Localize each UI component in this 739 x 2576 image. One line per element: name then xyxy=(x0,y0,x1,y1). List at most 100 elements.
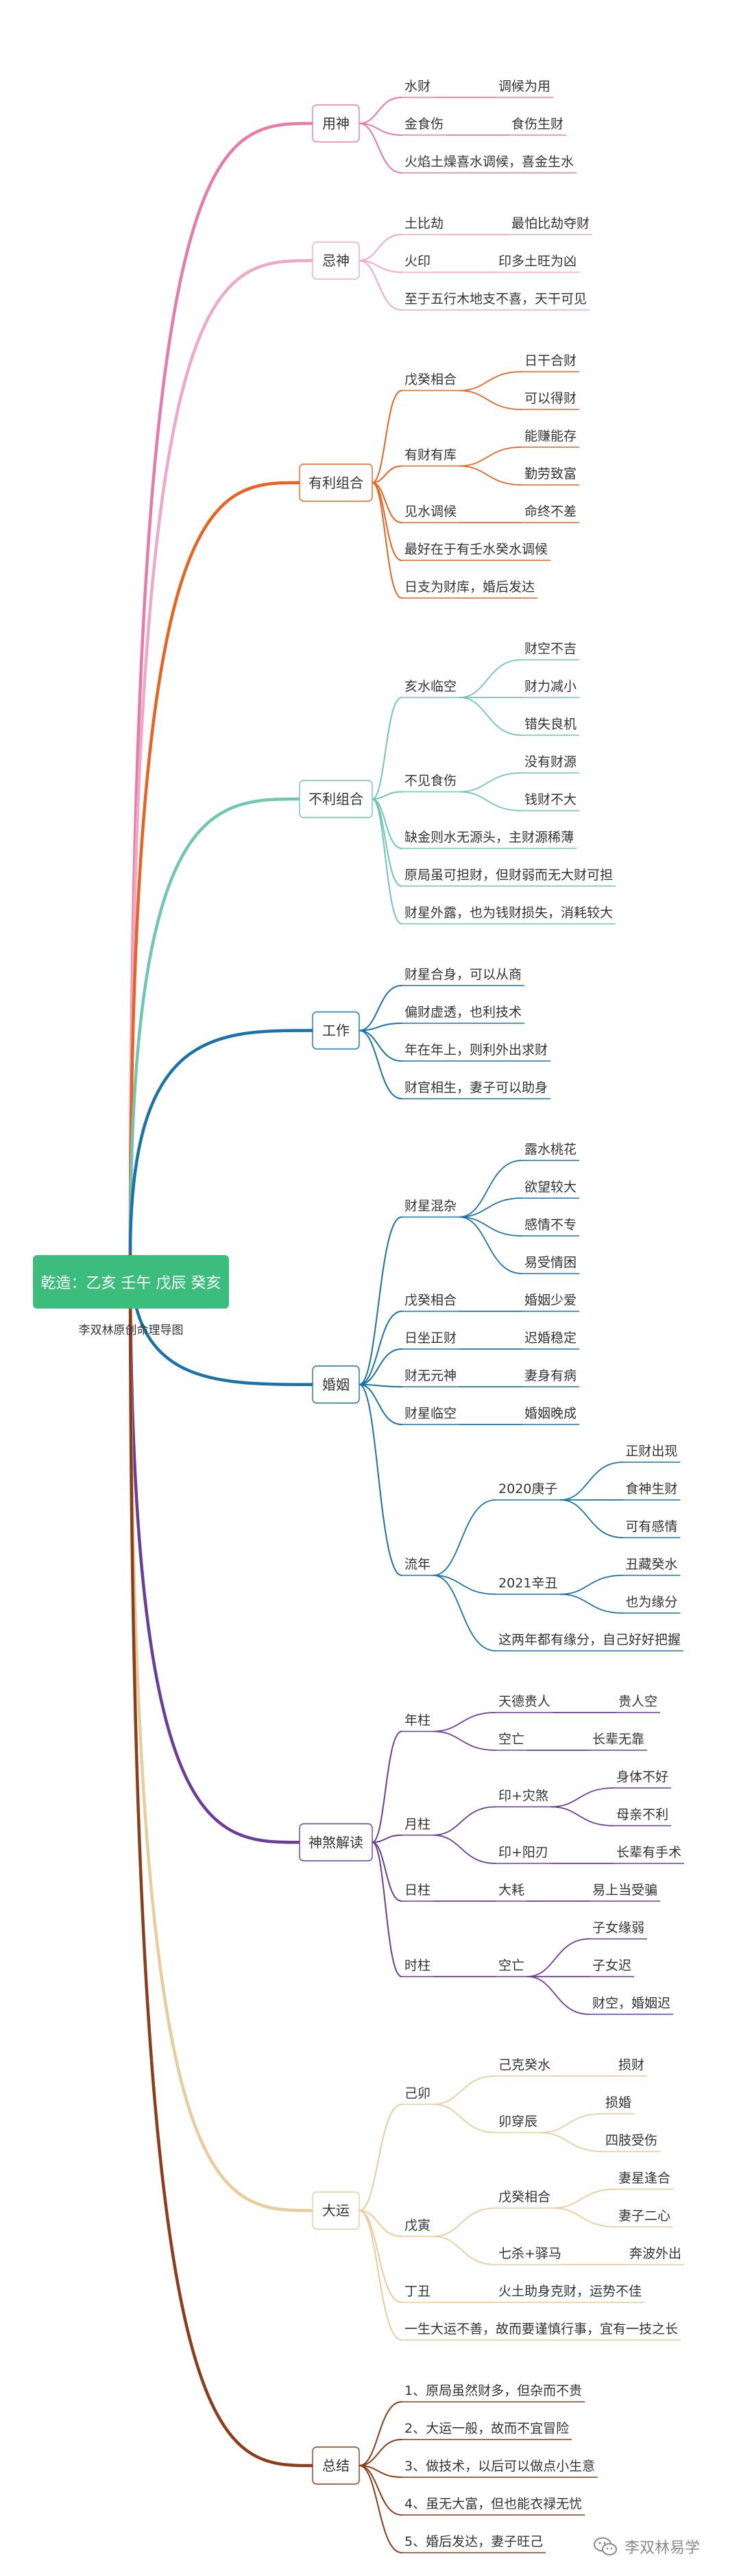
node-label[interactable]: 日支为财库，婚后发达 xyxy=(404,580,535,595)
root-box[interactable] xyxy=(33,1255,229,1309)
node-label[interactable]: 偏财虚透，也利技术 xyxy=(404,1005,522,1020)
node-label[interactable]: 土比劫 xyxy=(404,216,444,231)
node-label[interactable]: 贵人空 xyxy=(618,1694,657,1709)
node-label[interactable]: 2021辛丑 xyxy=(498,1576,557,1591)
node-label[interactable]: 2020庚子 xyxy=(498,1481,557,1496)
branch-box[interactable] xyxy=(312,1011,360,1050)
node-label[interactable]: 印多土旺为凶 xyxy=(498,254,577,269)
main-branch-jishen[interactable]: 忌神 xyxy=(312,241,360,280)
node-label[interactable]: 财空不吉 xyxy=(524,641,577,656)
node-label[interactable]: 婚姻晚成 xyxy=(524,1406,577,1421)
node-label[interactable]: 最好在于有壬水癸水调候 xyxy=(404,542,548,557)
node-label[interactable]: 己卯 xyxy=(404,2086,431,2101)
node-label[interactable]: 亥水临空 xyxy=(404,679,457,694)
node-label[interactable]: 水财 xyxy=(404,79,431,94)
node-label[interactable]: 空亡 xyxy=(498,1732,524,1747)
node-label[interactable]: 子女缘弱 xyxy=(592,1920,644,1935)
node-label[interactable]: 4、虽无大富，但也能衣禄无忧 xyxy=(404,2496,582,2512)
node-label[interactable]: 火印 xyxy=(404,254,431,269)
node-label[interactable]: 易上当受骗 xyxy=(592,1883,657,1898)
node-label[interactable]: 财空，婚姻迟 xyxy=(592,1996,670,2011)
node-label[interactable]: 能赚能存 xyxy=(524,429,577,444)
branch-box[interactable] xyxy=(312,104,360,143)
node-label[interactable]: 财无元神 xyxy=(404,1368,457,1383)
node-label[interactable]: 财星临空 xyxy=(404,1406,457,1421)
node-label[interactable]: 婚姻少爱 xyxy=(524,1293,577,1308)
node-label[interactable]: 缺金则水无源头，主财源稀薄 xyxy=(404,830,574,845)
node-label[interactable]: 妻星逢合 xyxy=(618,2171,670,2186)
node-label[interactable]: 至于五行木地支不喜，天干可见 xyxy=(404,291,587,307)
node-label[interactable]: 可有感情 xyxy=(625,1519,677,1534)
node-label[interactable]: 戊癸相合 xyxy=(404,372,457,387)
branch-box[interactable] xyxy=(299,1823,373,1861)
node-label[interactable]: 印+灾煞 xyxy=(498,1789,548,1804)
main-branch-buli[interactable]: 不利组合 xyxy=(299,780,373,818)
node-label[interactable]: 年在年上，则利外出求财 xyxy=(404,1042,548,1058)
node-label[interactable]: 5、婚后发达，妻子旺己 xyxy=(404,2534,543,2549)
node-label[interactable]: 日坐正财 xyxy=(404,1331,457,1346)
node-label[interactable]: 一生大运不善，故而要谨慎行事，宜有一技之长 xyxy=(404,2322,678,2337)
node-label[interactable]: 1、原局虽然财多，但杂而不贵 xyxy=(404,2383,582,2398)
node-label[interactable]: 母亲不利 xyxy=(616,1807,668,1822)
node-label[interactable]: 迟婚稳定 xyxy=(524,1331,577,1346)
node-label[interactable]: 错失良机 xyxy=(524,717,577,732)
main-branch-hunyin[interactable]: 婚姻 xyxy=(312,1365,360,1404)
root-node[interactable]: 乾造：乙亥 壬午 戊辰 癸亥 xyxy=(33,1255,229,1309)
node-label[interactable]: 钱财不大 xyxy=(524,792,577,807)
node-label[interactable]: 火土助身克财，运势不佳 xyxy=(498,2284,642,2299)
node-label[interactable]: 有财有库 xyxy=(404,448,457,463)
node-label[interactable]: 年柱 xyxy=(404,1713,431,1728)
node-label[interactable]: 财星外露，也为钱财损失，消耗较大 xyxy=(404,905,613,920)
branch-box[interactable] xyxy=(312,2191,360,2230)
node-label[interactable]: 也为缘分 xyxy=(625,1595,677,1610)
main-branch-gongzuo[interactable]: 工作 xyxy=(312,1011,360,1050)
node-label[interactable]: 天德贵人 xyxy=(498,1694,550,1709)
node-label[interactable]: 这两年都有缘分，自己好好把握 xyxy=(498,1632,681,1647)
node-label[interactable]: 易受情困 xyxy=(524,1255,577,1270)
node-label[interactable]: 身体不好 xyxy=(616,1769,668,1785)
node-label[interactable]: 奔波外出 xyxy=(629,2246,681,2261)
node-label[interactable]: 长辈无靠 xyxy=(592,1732,644,1747)
node-label[interactable]: 损婚 xyxy=(605,2095,631,2110)
node-label[interactable]: 妻子二心 xyxy=(618,2208,670,2223)
node-label[interactable]: 财星混杂 xyxy=(404,1199,457,1214)
node-label[interactable]: 月柱 xyxy=(404,1817,431,1832)
node-label[interactable]: 正财出现 xyxy=(625,1444,677,1459)
node-label[interactable]: 最怕比劫夺财 xyxy=(511,216,590,231)
node-label[interactable]: 见水调候 xyxy=(404,504,457,519)
node-label[interactable]: 四肢受伤 xyxy=(605,2133,657,2148)
node-label[interactable]: 没有财源 xyxy=(524,754,577,770)
main-branch-dayun[interactable]: 大运 xyxy=(312,2191,360,2230)
node-label[interactable]: 勤劳致富 xyxy=(524,466,577,481)
node-label[interactable]: 丑藏癸水 xyxy=(625,1557,677,1572)
node-label[interactable]: 戊寅 xyxy=(404,2218,431,2233)
node-label[interactable]: 财星合身，可以从商 xyxy=(404,967,522,982)
node-label[interactable]: 食伤生财 xyxy=(511,117,564,132)
node-label[interactable]: 流年 xyxy=(404,1557,431,1572)
node-label[interactable]: 时柱 xyxy=(404,1958,431,1973)
node-label[interactable]: 不见食伤 xyxy=(404,774,457,789)
node-label[interactable]: 空亡 xyxy=(498,1958,524,1973)
branch-box[interactable] xyxy=(299,464,373,502)
node-label[interactable]: 命终不差 xyxy=(524,504,577,519)
node-label[interactable]: 日干合财 xyxy=(524,353,577,368)
node-label[interactable]: 金食伤 xyxy=(404,117,444,132)
node-label[interactable]: 大耗 xyxy=(498,1883,524,1898)
node-label[interactable]: 财官相生，妻子可以助身 xyxy=(404,1080,548,1095)
main-branch-youli[interactable]: 有利组合 xyxy=(299,464,373,502)
branch-box[interactable] xyxy=(312,241,360,280)
node-label[interactable]: 调候为用 xyxy=(498,79,550,94)
node-label[interactable]: 七杀+驿马 xyxy=(498,2246,561,2261)
node-label[interactable]: 长辈有手术 xyxy=(616,1845,681,1860)
main-branch-zongjie[interactable]: 总结 xyxy=(312,2446,360,2485)
node-label[interactable]: 印+阳刃 xyxy=(498,1845,548,1860)
node-label[interactable]: 戊癸相合 xyxy=(498,2190,550,2205)
node-label[interactable]: 感情不专 xyxy=(524,1217,577,1232)
node-label[interactable]: 卯穿辰 xyxy=(498,2114,537,2130)
branch-box[interactable] xyxy=(299,780,373,818)
node-label[interactable]: 可以得财 xyxy=(524,391,577,406)
branch-box[interactable] xyxy=(312,1365,360,1404)
node-label[interactable]: 损财 xyxy=(618,2058,644,2073)
node-label[interactable]: 欲望较大 xyxy=(524,1180,577,1195)
node-label[interactable]: 露水桃花 xyxy=(524,1142,577,1157)
